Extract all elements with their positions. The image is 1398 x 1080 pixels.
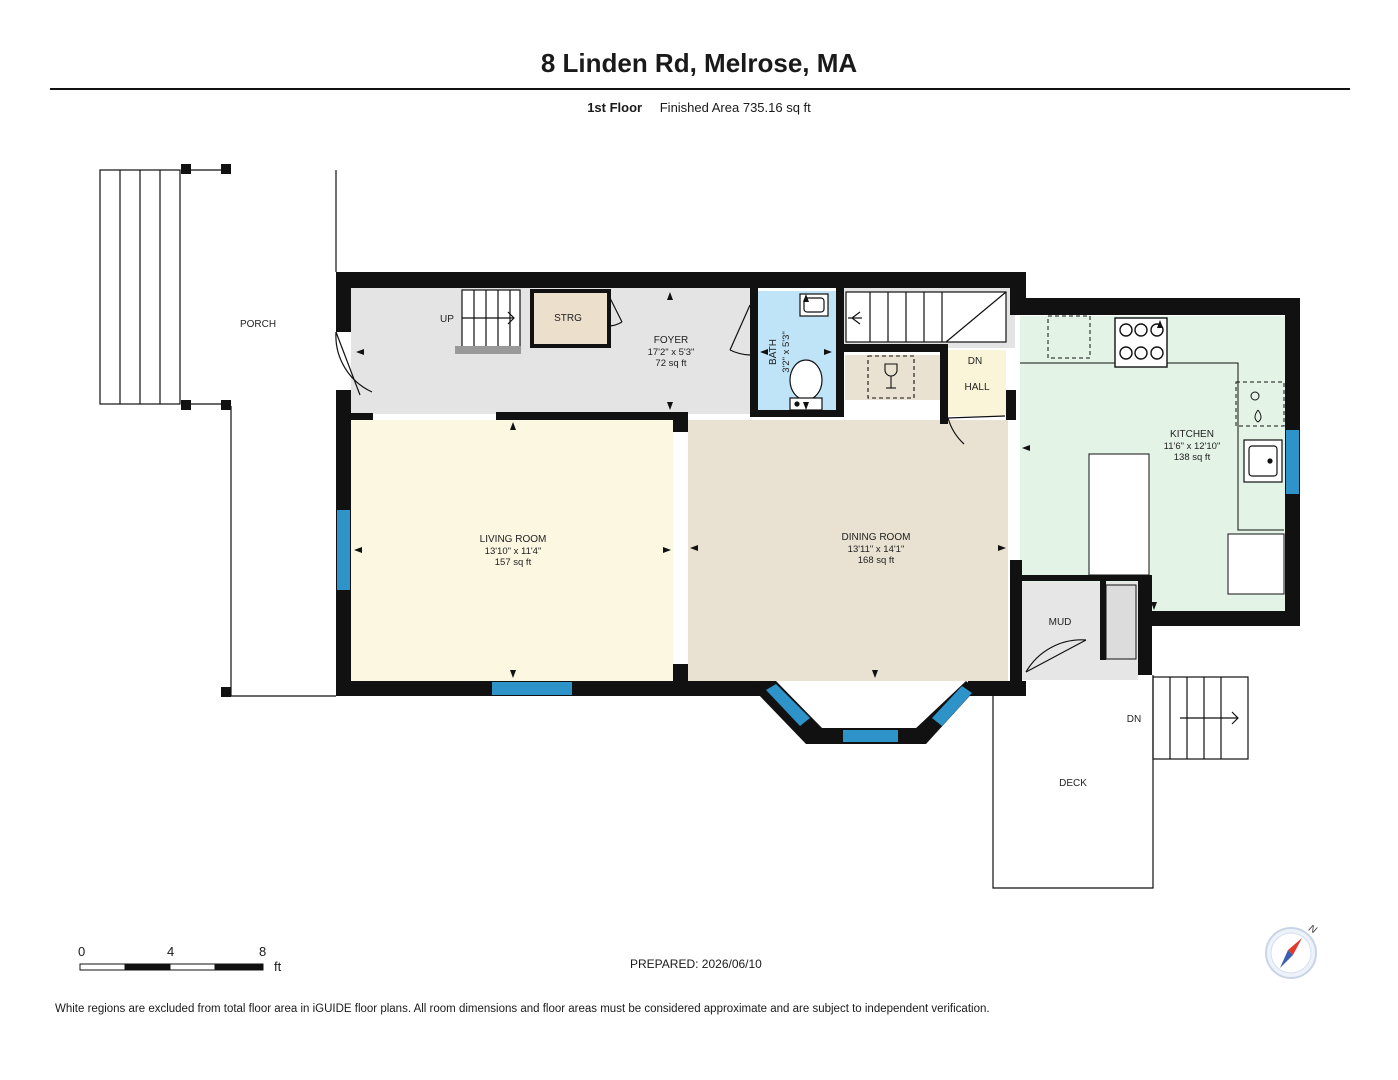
hall-fill [948,350,1006,416]
mud-closet [1105,584,1137,660]
title-rule [50,88,1350,90]
strg-label: STRG [554,313,582,324]
scale-bar [79,963,264,971]
stove-icon [1114,317,1168,368]
floor-subtitle: 1st Floor Finished Area 735.16 sq ft [0,100,1398,115]
disclaimer: White regions are excluded from total fl… [55,1003,990,1015]
hall-label: HALL [964,382,989,393]
dining-area: 168 sq ft [858,555,895,566]
prepared-date: PREPARED: 2026/06/10 [630,957,762,971]
bath-dims: 3'2" x 5'3" [781,331,792,373]
kitchen-cabinets [1020,315,1285,595]
stair-landing [455,346,521,354]
stairs-up [461,289,521,349]
up-stairs-label: UP [440,314,454,325]
dimension-arrows [354,292,1163,678]
dining-dims: 13'11" x 14'1" [848,544,905,555]
living-label: LIVING ROOM [480,534,547,545]
living-fill [351,420,673,681]
scale-unit: ft [274,959,282,974]
scale-tick-8: 8 [259,944,267,959]
porch-label: PORCH [240,319,276,330]
hall-dn-label: DN [968,356,982,367]
wine-nook-fill [845,355,940,400]
toilet-icon [789,359,823,411]
deck-dn-label: DN [1127,714,1141,725]
dishwasher-icon [1250,391,1262,423]
foyer-label: FOYER [654,335,688,346]
kitchen-sink-icon [1243,439,1283,483]
windows [337,430,1299,742]
dining-label: DINING ROOM [842,532,911,543]
doors [335,295,1087,673]
porch-posts [181,164,231,697]
scale-tick-4: 4 [167,944,175,959]
deck-label: DECK [1059,778,1087,789]
scale-tick-0: 0 [78,944,86,959]
finished-area: Finished Area 735.16 sq ft [659,100,811,115]
deck-outline [992,675,1249,889]
kitchen-label: KITCHEN [1170,429,1214,440]
wine-glass-icon [867,355,915,399]
bath-label: BATH [768,339,779,365]
foyer-area: 72 sq ft [655,358,687,369]
kitchen-area: 138 sq ft [1174,452,1211,463]
bath-sink-icon [799,293,829,317]
porch-outline [99,169,337,697]
living-dims: 13'10" x 11'4" [485,546,542,557]
page-title: 8 Linden Rd, Melrose, MA [540,48,858,78]
foyer-dims: 17'2" x 5'3" [648,347,695,358]
dining-fill [688,420,1008,681]
floor-name: 1st Floor [587,100,643,115]
interior-walls [351,288,1148,696]
living-area: 157 sq ft [495,557,532,568]
stairs-down-hall [845,291,1007,343]
compass-icon: N [1265,923,1319,979]
mud-label: MUD [1049,617,1072,628]
strg-fill [530,289,611,348]
kitchen-dims: 11'6" x 12'10" [1164,441,1221,452]
